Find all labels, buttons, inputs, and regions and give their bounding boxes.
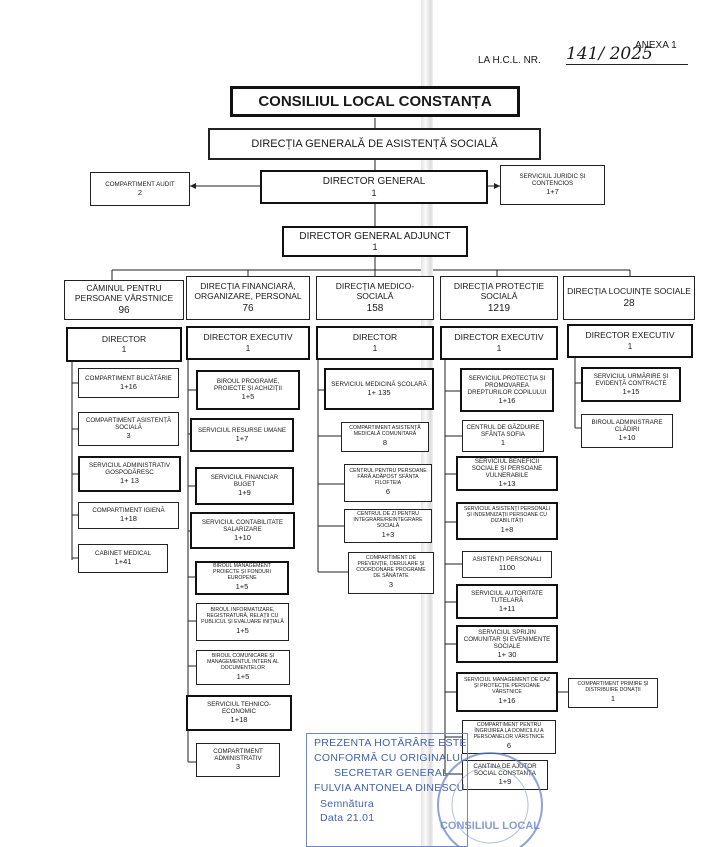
unit-protectie-donatii: COMPARTIMENT PRIMIRE ȘI DISTRIBUIRE DONA… <box>568 678 658 708</box>
unit-medico-3: CENTRUL PENTRU PERSOANE FĂRĂ ADĂPOST SFÂ… <box>344 464 432 502</box>
unit-financiara-6: BIROUL INFORMATIZARE, REGISTRATURĂ, RELA… <box>196 603 289 641</box>
unit-protectie-9: COMPARTIMENT PENTRU ÎNGRIJIREA LA DOMICI… <box>462 720 556 754</box>
unit-financiara-7: BIROUL COMUNICARE ȘI MANAGEMENTUL INTERN… <box>196 650 290 685</box>
annex-label: ANEXA 1 <box>635 40 677 51</box>
svg-text:CONSILIUL LOCAL: CONSILIUL LOCAL <box>440 820 540 832</box>
unit-protectie-1: SERVICIUL PROTECȚIA ȘI PROMOVAREA DREPTU… <box>460 368 554 412</box>
unit-financiara-5: BIROUL MANAGEMENT PROIECTE ȘI FONDURI EU… <box>195 561 289 595</box>
unit-locuinte-1: SERVICIUL URMĂRIRE ȘI EVIDENȚĂ CONTRACTE… <box>581 367 681 402</box>
column-header-financiara: DIRECȚIA FINANCIARĂ, ORGANIZARE, PERSONA… <box>186 276 310 320</box>
stamp-line-2: CONFORMĂ CU ORIGINALUL <box>314 752 467 764</box>
unit-protectie-4: SERVICIUL ASISTENȚI PERSONALI ȘI INDEMNI… <box>456 502 558 540</box>
stamp-line-5: Semnătura <box>320 798 375 810</box>
unit-protectie-8: SERVICIUL MANAGEMENT DE CAZ ȘI PROTECȚIE… <box>456 672 558 712</box>
hcl-label: LA H.C.L. NR. <box>478 55 541 66</box>
hcl-number-handwritten: 141/ 2025 <box>566 44 688 65</box>
stamp-line-3: SECRETAR GENERAL <box>334 767 449 779</box>
unit-medico-5: COMPARTIMENT DE PREVENȚIE, DERULARE ȘI C… <box>348 552 434 594</box>
stamp-line-1: PREZENTA HOTĂRÂRE ESTE <box>314 737 467 749</box>
unit-medico-2: COMPARTIMENT ASISTENȚĂ MEDICALĂ COMUNITA… <box>341 422 429 452</box>
unit-protectie-7: SERVICIUL SPRIJIN COMUNITAR ȘI EVENIMENT… <box>456 625 558 663</box>
stamp-line-4: FULVIA ANTONELA DINESCU <box>314 782 465 794</box>
unit-protectie-3: SERVICIUL BENEFICII SOCIALE ȘI PERSOANE … <box>456 456 558 491</box>
stamp-line-6: Data 21.01 <box>320 812 375 824</box>
directorate-box: DIRECȚIA GENERALĂ DE ASISTENȚĂ SOCIALĂ <box>208 128 541 160</box>
unit-medico-4: CENTRUL DE ZI PENTRU INTEGRARE/REINTEGRA… <box>344 509 432 543</box>
council-box: CONSILIUL LOCAL CONSTANȚA <box>230 86 520 117</box>
council-seal: CONSILIUL LOCAL <box>437 752 543 847</box>
